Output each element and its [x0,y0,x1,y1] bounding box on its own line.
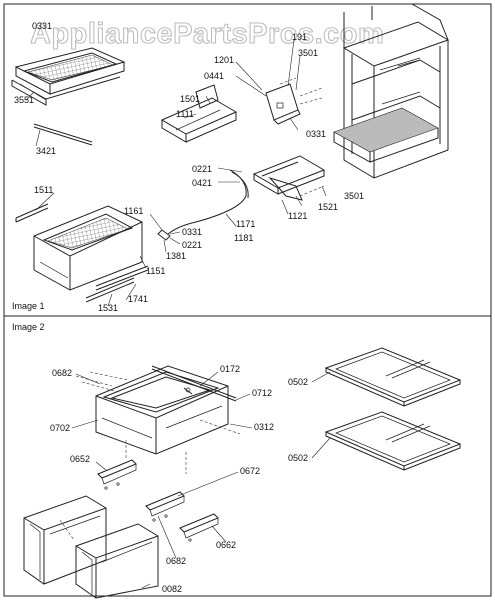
callout-3501: 3501 [298,48,318,58]
callout-0221: 0221 [192,164,212,174]
callout-0441: 0441 [204,71,224,81]
callout-0331: 0331 [182,227,202,237]
callout-0421: 0421 [192,178,212,188]
callout-1171: 1171 [236,219,255,229]
callout-0502: 0502 [288,453,308,463]
callout-1181: 1181 [234,233,253,243]
watermark: AppliancePartsPros.com [30,18,384,50]
callout-0331: 0331 [32,21,52,31]
callout-1741: 1741 [128,294,148,304]
callout-1501: 1501 [180,94,200,104]
image1-leader-lines [25,39,327,307]
panel-title-image-1: Image 1 [12,301,45,311]
callout-1121: 1121 [288,211,307,221]
crisper-drawer-assembly [15,203,149,303]
slide-rail-assembly [157,155,326,241]
callout-0652: 0652 [70,454,90,464]
pan-frame-assembly [75,365,241,474]
callout-0502: 0502 [288,377,308,387]
callout-0221: 0221 [182,240,202,250]
callout-191: 191 [292,32,307,42]
callout-0702: 0702 [50,423,70,433]
callout-0672: 0672 [240,466,260,476]
callout-0082: 0082 [162,584,182,594]
callout-1521: 1521 [318,202,338,212]
glass-shelf-upper [324,347,462,407]
callout-3551: 3551 [14,95,34,105]
crisper-cover-assembly [11,47,126,146]
callout-0331: 0331 [306,129,326,139]
callout-1531: 1531 [98,303,118,313]
glass-shelf-lower [324,411,462,471]
callout-0172: 0172 [220,364,240,374]
cabinet-frame [333,3,450,179]
callout-3501: 3501 [344,191,364,201]
callout-1111: 1111 [176,109,194,119]
slide-bracket-parts [97,459,219,542]
callout-1161: 1161 [124,206,143,216]
callout-3421: 3421 [36,146,56,156]
callout-1151: 1151 [146,266,165,276]
callout-0682: 0682 [52,368,72,378]
callout-0312: 0312 [254,422,274,432]
damper-bracket-assembly [160,77,323,143]
callout-1511: 1511 [34,185,53,195]
callout-1381: 1381 [166,251,186,261]
callout-0682: 0682 [166,556,186,566]
image2-leader-lines [71,371,331,589]
diagram-border [3,3,492,597]
callout-1201: 1201 [214,55,234,65]
callout-0662: 0662 [216,540,236,550]
vegetable-bins [23,495,159,599]
panel-title-image-2: Image 2 [12,322,45,332]
callout-0712: 0712 [252,388,272,398]
